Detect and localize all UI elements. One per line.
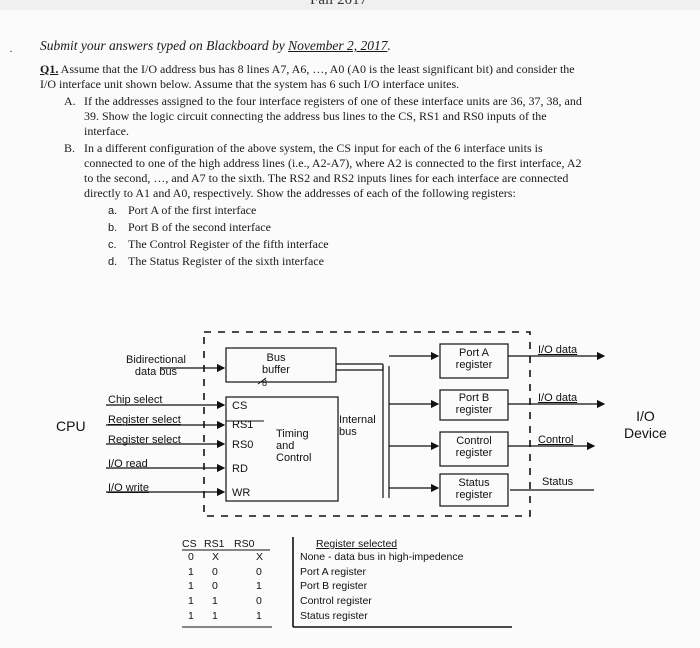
part-b-item-d-marker: d. <box>108 256 118 268</box>
signal-data-bus: Bidirectional data bus <box>126 354 186 378</box>
part-b-line-4: directly to A1 and A0, respectively. Sho… <box>84 186 516 200</box>
part-b-item-d: The Status Register of the sixth interfa… <box>128 254 324 268</box>
cell-rs1: 1 <box>212 610 218 622</box>
control-reg-box <box>439 431 509 467</box>
bullet-mark: · <box>9 44 13 58</box>
part-b-item-b: Port B of the second interface <box>128 220 271 234</box>
cell-register: None - data bus in high-impedence <box>300 551 464 563</box>
cell-rs1: X <box>212 551 220 563</box>
timing-control-label: Timing and Control <box>276 428 312 464</box>
cell-rs1: 0 <box>212 580 218 592</box>
cell-register: Status register <box>300 610 368 622</box>
cell-rs0: 0 <box>256 595 262 607</box>
part-b-item-c: The Control Register of the fifth interf… <box>128 237 329 251</box>
part-b-line-3: to the second, …, and A7 to the sixth. T… <box>84 171 569 185</box>
input-rs0: RS0 <box>232 439 254 451</box>
io-device-label: I/O Device <box>624 408 667 441</box>
th-rs0: RS0 <box>234 538 255 550</box>
signal-register-select-0: Register select <box>108 434 181 446</box>
io-interface-diagram: CPU I/O Device Bidirectional data bus Ch… <box>0 326 700 524</box>
q1-label: Q1. <box>40 62 59 76</box>
part-a-line-2: 39. Show the logic circuit connecting th… <box>84 109 547 123</box>
diagram-lines <box>106 331 606 517</box>
cell-rs0: 1 <box>256 580 262 592</box>
status-register: Status register <box>455 477 493 501</box>
part-a-line-3: interface. <box>84 124 129 138</box>
submit-prefix: Submit your answers typed on Blackboard … <box>40 38 289 53</box>
cell-cs: 1 <box>188 610 194 622</box>
part-a-marker: A. <box>64 94 76 108</box>
part-a-line-1: If the addresses assigned to the four in… <box>84 94 582 108</box>
q1-line1-text: Assume that the I/O address bus has 8 li… <box>58 62 575 76</box>
internal-bus-label: Internal bus <box>339 414 376 438</box>
cell-rs0: X <box>256 551 264 563</box>
cell-rs1: 1 <box>212 595 218 607</box>
cell-register: Control register <box>300 595 372 607</box>
timing-control-box <box>225 396 339 502</box>
q1-line-1: Q1. Assume that the I/O address bus has … <box>40 62 575 77</box>
io-data-a-label: I/O data <box>538 344 578 356</box>
cell-cs: 1 <box>188 580 194 592</box>
cell-rs1: 0 <box>212 566 218 578</box>
signal-io-read: I/O read <box>108 458 148 470</box>
due-date: November 2, 2017 <box>288 38 388 53</box>
port-b-box <box>439 389 509 421</box>
input-wr: WR <box>232 487 251 499</box>
part-b-item-a: Port A of the first interface <box>128 203 257 217</box>
signal-register-select-1: Register select <box>108 414 181 426</box>
cell-cs: 1 <box>188 566 194 578</box>
page-top-strip <box>0 0 700 10</box>
interface-boundary <box>203 331 531 517</box>
input-rs1: RS1 <box>232 419 254 431</box>
table-lines <box>182 537 512 628</box>
cell-rs0: 1 <box>256 610 262 622</box>
cell-rs0: 0 <box>256 566 262 578</box>
io-data-b-label: I/O data <box>538 392 578 404</box>
page-header: Fall 2017 <box>310 0 368 8</box>
cell-cs: 0 <box>188 551 194 563</box>
bus-buffer-box <box>225 347 337 383</box>
cell-cs: 1 <box>188 595 194 607</box>
bus-buffer-label: Bus buffer <box>262 352 290 376</box>
submit-suffix: . <box>387 38 391 53</box>
part-b-marker: B. <box>64 141 76 155</box>
submit-instruction: Submit your answers typed on Blackboard … <box>40 38 391 54</box>
q1-line-2: I/O interface unit shown below. Assume t… <box>40 77 460 91</box>
input-cs: CS <box>232 400 248 412</box>
input-rd: RD <box>232 463 248 475</box>
port-a-box <box>439 343 509 379</box>
cell-register: Port A register <box>300 566 366 578</box>
bus-width-label: 8 <box>262 378 268 388</box>
signal-chip-select: Chip select <box>108 394 163 406</box>
part-b-item-a-marker: a. <box>108 205 118 217</box>
part-b-item-b-marker: b. <box>108 222 118 234</box>
cpu-label: CPU <box>56 418 86 434</box>
control-register: Control register <box>455 435 493 459</box>
part-b-line-1: In a different configuration of the abov… <box>84 141 543 155</box>
status-reg-box <box>439 473 509 507</box>
th-rs1: RS1 <box>204 538 225 550</box>
port-a-register: Port A register <box>455 347 493 371</box>
status-signal-label: Status <box>542 476 574 488</box>
port-b-register: Port B register <box>455 392 493 416</box>
part-b-item-c-marker: c. <box>108 239 117 251</box>
th-register-selected: Register selected <box>316 538 398 550</box>
signal-io-write: I/O write <box>108 482 149 494</box>
part-b-line-2: connected to one of the high address lin… <box>84 156 582 170</box>
cell-register: Port B register <box>300 580 368 592</box>
th-cs: CS <box>182 538 197 550</box>
control-signal-label: Control <box>538 434 574 446</box>
